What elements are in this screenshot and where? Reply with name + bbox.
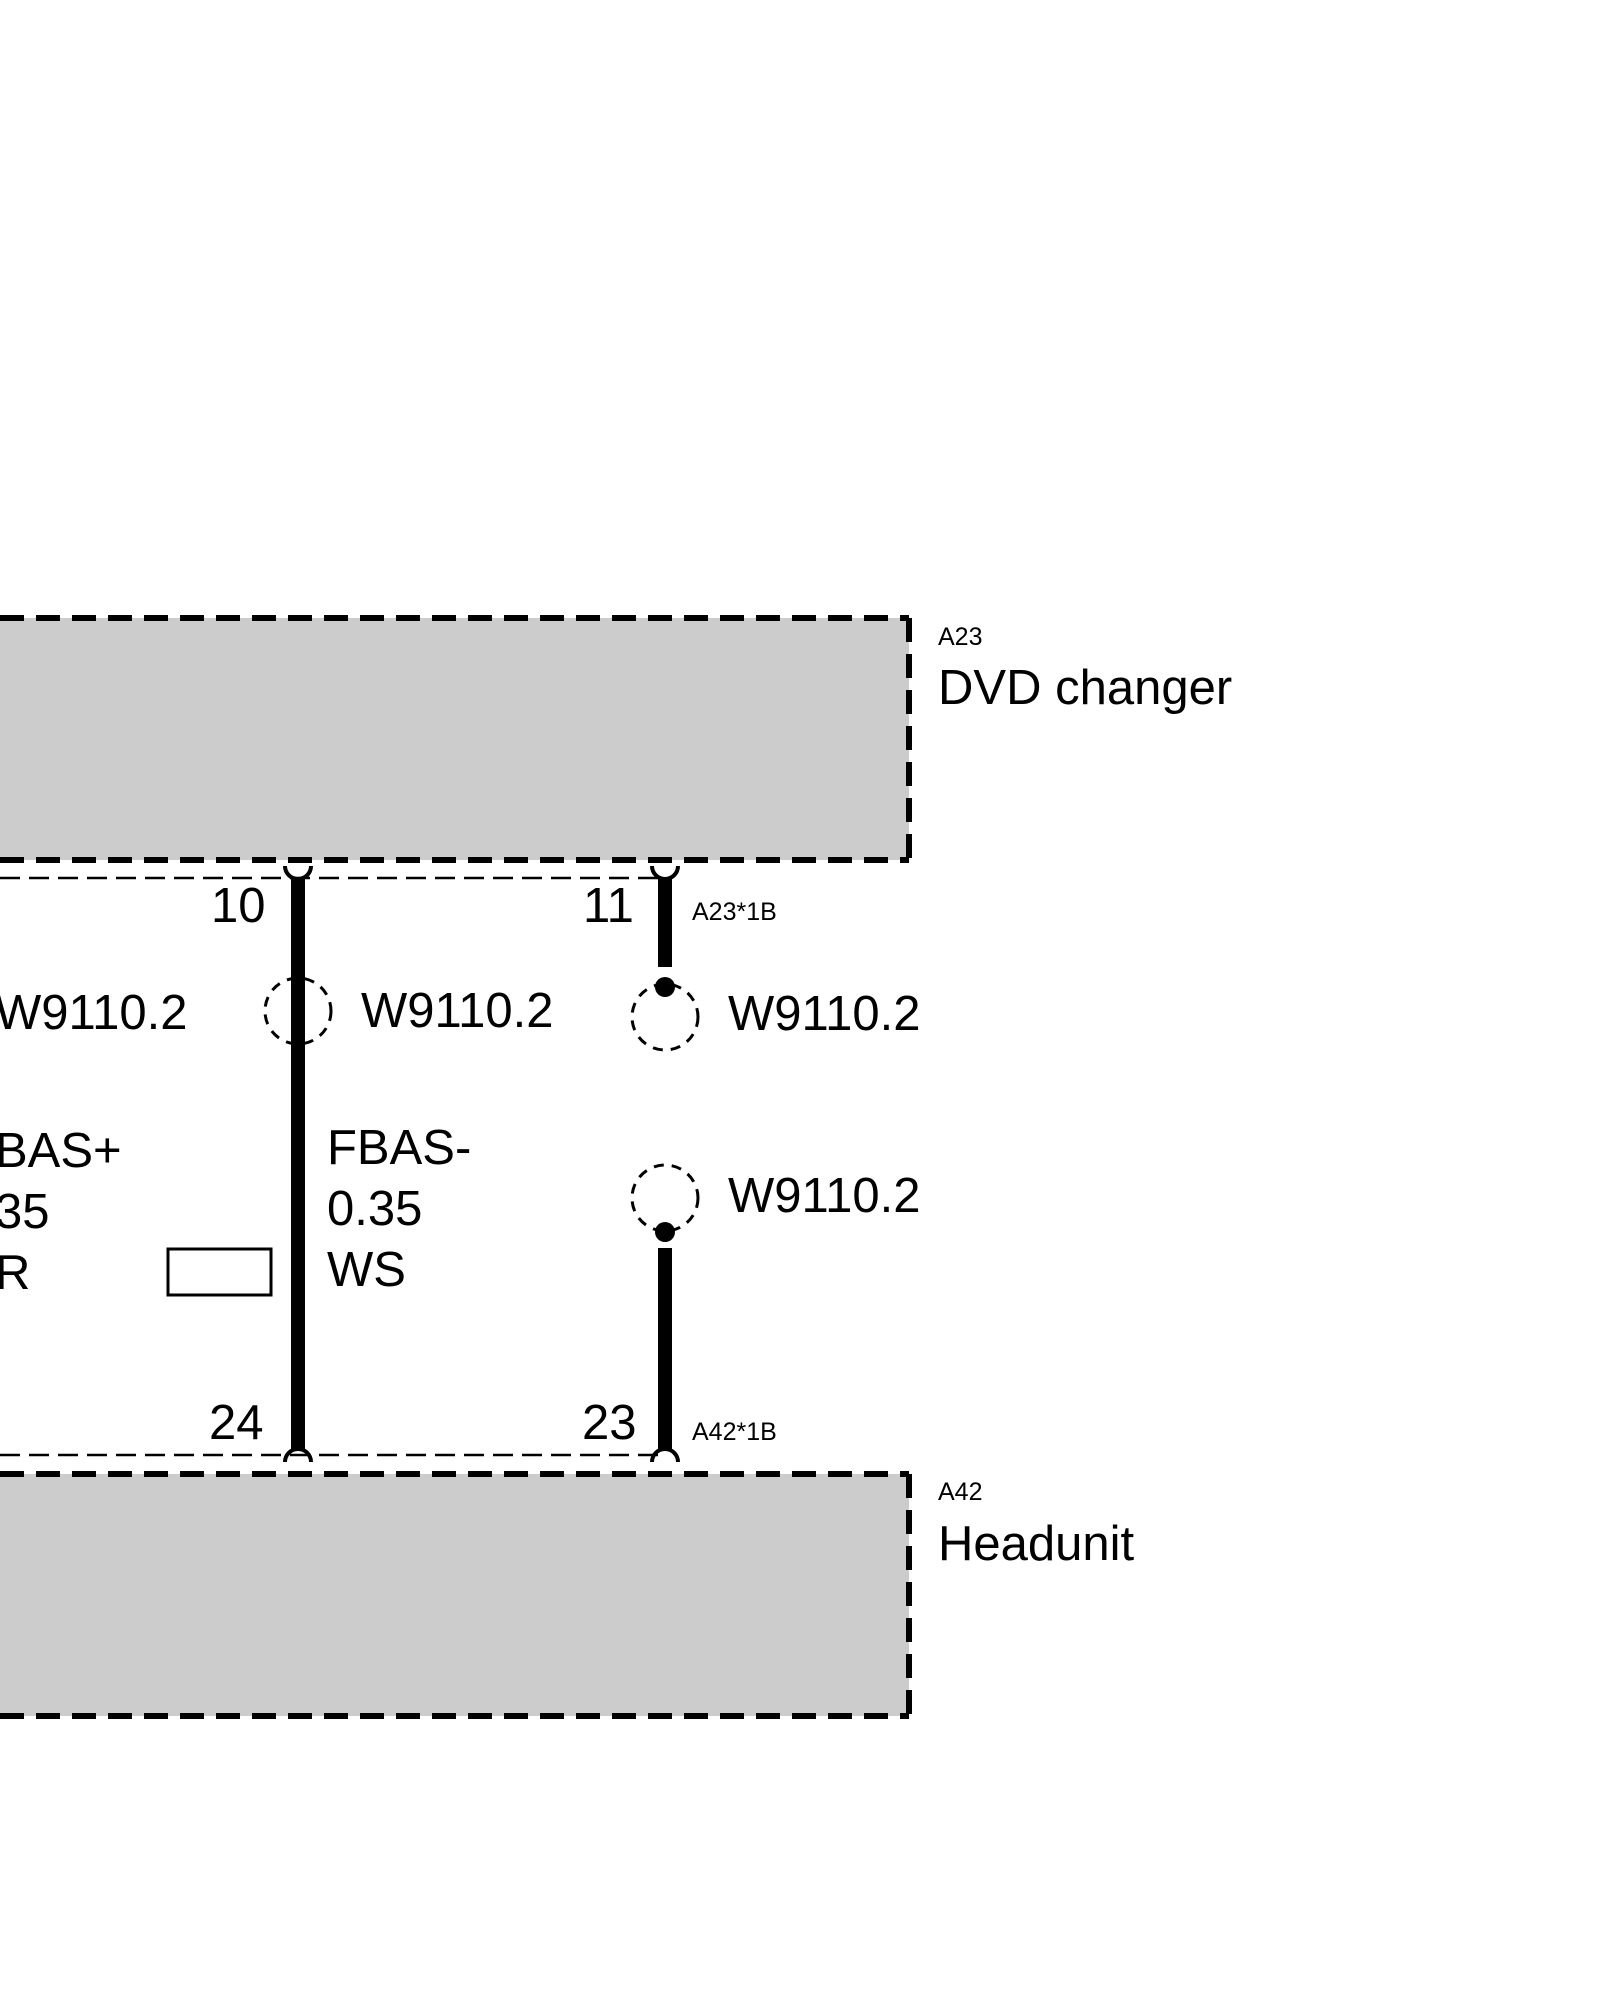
connector-a42-1b: A42*1B	[0, 1418, 777, 1457]
wire-left-color: R	[0, 1246, 30, 1300]
headunit-box	[0, 1474, 909, 1716]
pin-10-terminal	[283, 865, 313, 881]
pin-11-label: 11	[583, 879, 634, 933]
wire-marker-box	[166, 1247, 273, 1297]
dvd-changer-name: DVD changer	[938, 661, 1232, 715]
shield-label-right-upper: W9110.2	[728, 987, 920, 1041]
connector-bottom-label: A42*1B	[692, 1418, 777, 1446]
connector-a23-1b: A23*1B	[0, 876, 777, 926]
pin-23-label: 23	[582, 1396, 637, 1450]
component-dvd-changer: A23 DVD changer	[0, 615, 1232, 863]
pin-11-terminal	[650, 865, 680, 881]
shield-label-right-lower: W9110.2	[728, 1169, 920, 1223]
pin-23-terminal	[650, 1447, 680, 1463]
headunit-name: Headunit	[938, 1517, 1135, 1571]
dvd-changer-box	[0, 618, 909, 860]
wire-left-partial: W9110.2 BAS+ 35 R	[0, 986, 273, 1300]
wire-right-upper-dot	[655, 977, 675, 997]
wire-left-signal: BAS+	[0, 1124, 122, 1178]
wire-right: 11 23 W9110.2 W9110.2	[582, 865, 920, 1463]
shield-label-left: W9110.2	[0, 986, 187, 1040]
wire-right-lower-dot	[655, 1222, 675, 1242]
wire-left-size: 35	[0, 1185, 50, 1239]
wire-fbas-minus: 10 24 W9110.2 FBAS- 0.35 WS	[209, 865, 553, 1463]
pin-10-label: 10	[211, 879, 266, 933]
component-headunit: A42 Headunit	[0, 1471, 1135, 1719]
dvd-changer-ref: A23	[938, 623, 982, 651]
connector-top-label: A23*1B	[692, 898, 777, 926]
shield-marker-middle	[263, 976, 333, 1046]
pin-24-terminal	[283, 1447, 313, 1463]
wire-middle-signal: FBAS-	[327, 1121, 471, 1175]
wire-middle-size: 0.35	[327, 1182, 422, 1236]
headunit-ref: A42	[938, 1478, 982, 1506]
pin-24-label: 24	[209, 1396, 264, 1450]
shield-marker-right-upper	[630, 982, 700, 1052]
shield-marker-right-lower	[630, 1163, 700, 1233]
wire-middle-color: WS	[327, 1243, 406, 1297]
shield-label-middle: W9110.2	[361, 984, 553, 1038]
